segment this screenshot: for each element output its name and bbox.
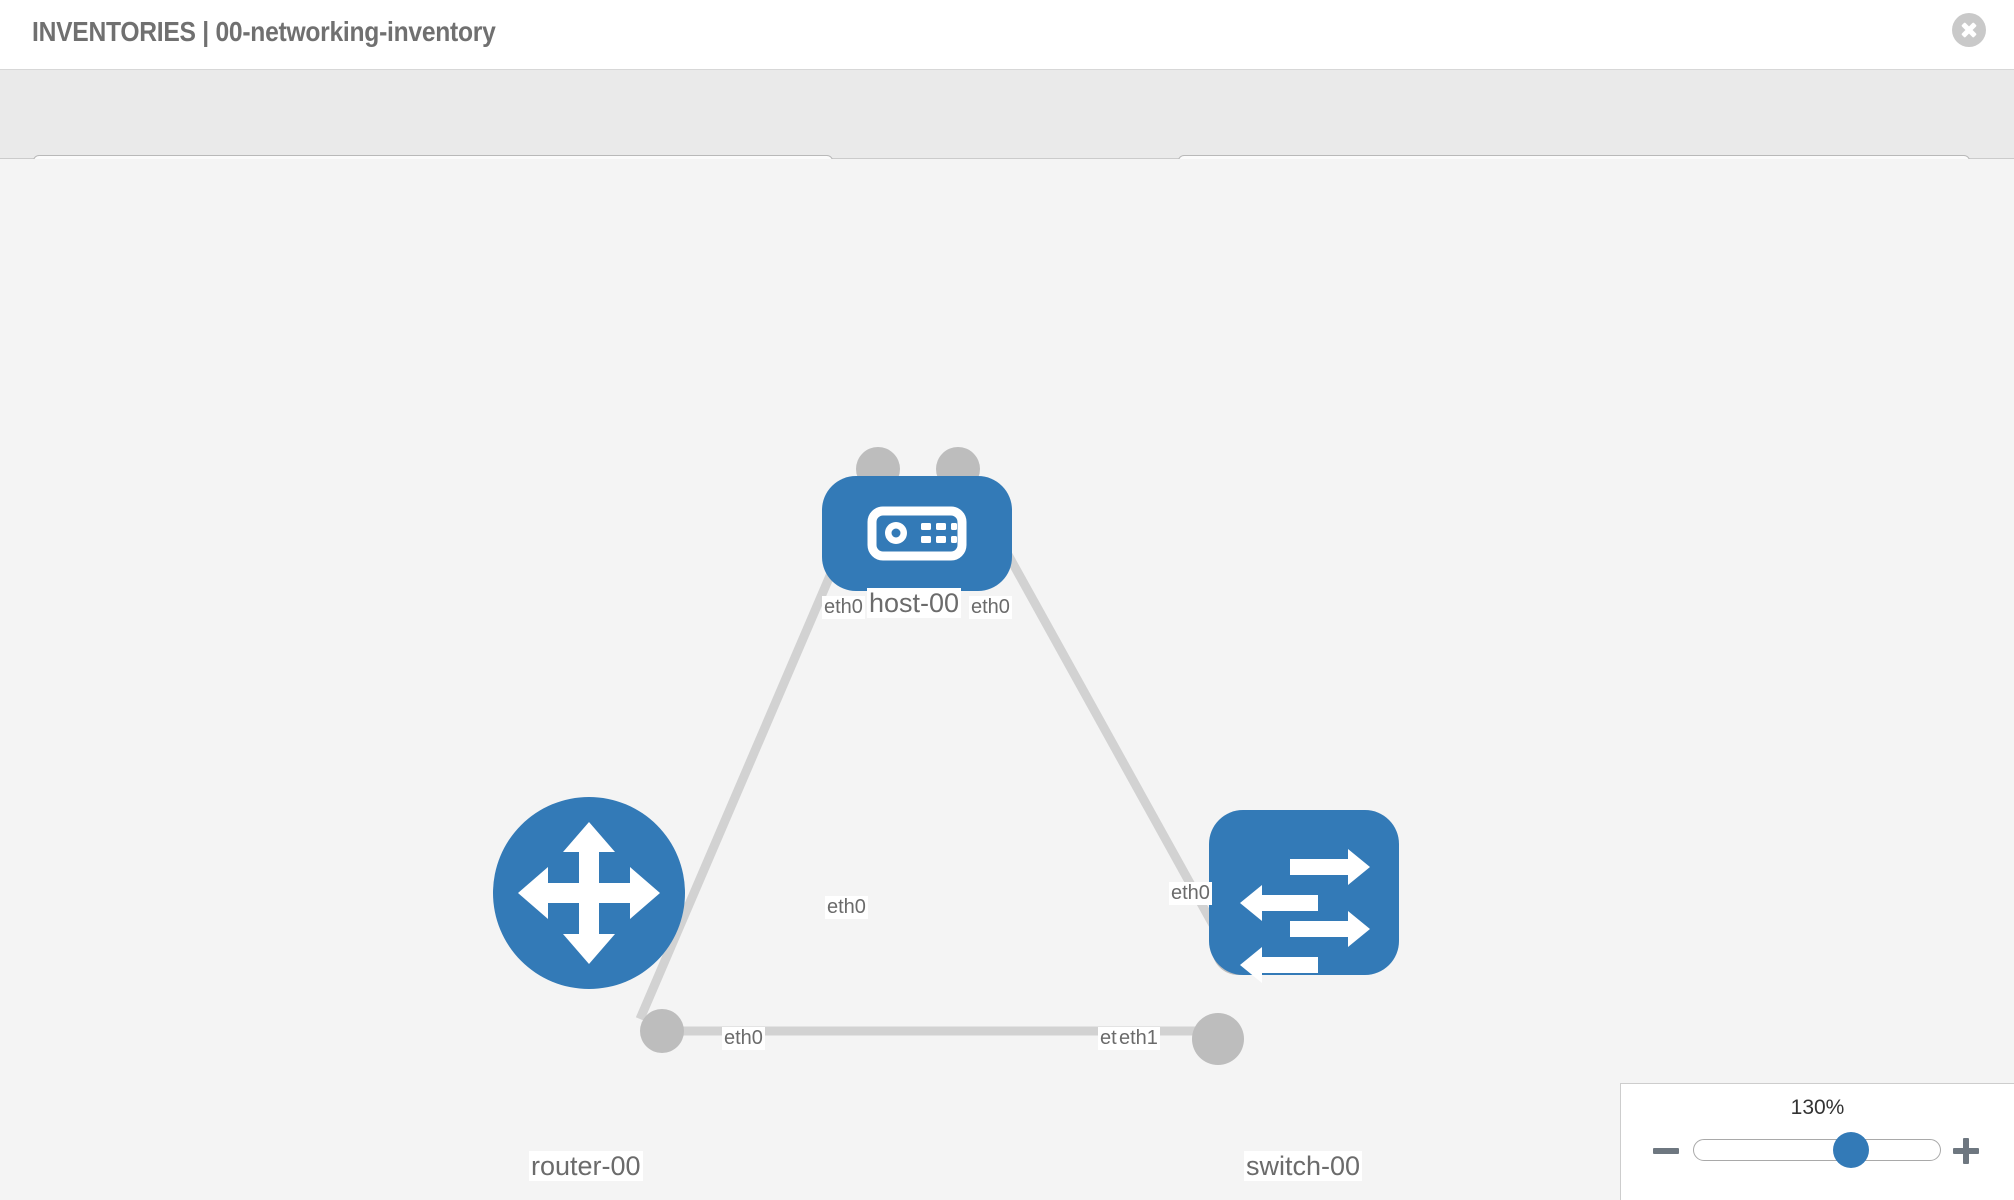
node-label-router: router-00 [529,1151,643,1182]
zoom-control-panel: 130% [1620,1083,2014,1200]
interface-router-east [640,1009,684,1053]
node-router-00 [493,797,685,989]
interface-switch-west [1192,1013,1244,1065]
node-switch-00-body [1209,810,1399,975]
page-header: INVENTORIES | 00-networking-inventory [0,0,2014,70]
edge-label: eth0 [969,596,1012,619]
switch-icon [1240,849,1370,983]
edge-label: eth0 [822,596,865,619]
topology-canvas[interactable]: eth0 eth0 eth0 eth0 eth0 eth eth1 host-0… [0,159,2014,1200]
close-icon[interactable] [1952,13,1986,47]
node-switch-00 [1209,810,1399,983]
topology-graph [493,447,1399,1065]
server-icon-dots [921,523,957,543]
edge-label: eth0 [825,896,868,919]
zoom-slider-thumb[interactable] [1832,1132,1869,1168]
server-icon [867,506,967,561]
zoom-in-button[interactable] [1951,1136,1981,1166]
edge-label: eth0 [722,1027,765,1050]
server-icon-led-hole [891,528,901,538]
router-icon [518,822,660,964]
edge-label: eth0 [1169,882,1212,905]
page-title: INVENTORIES | 00-networking-inventory [32,16,496,47]
zoom-slider-track[interactable] [1693,1139,1941,1161]
node-host-00 [822,476,1012,591]
zoom-out-button[interactable] [1651,1136,1681,1166]
toolbar: ACTIONS SEARCH [0,70,2014,211]
edge-label: eth1 [1117,1027,1160,1050]
node-label-host: host-00 [867,588,962,619]
node-host-00-body [822,476,1012,591]
zoom-percent-label: 130% [1790,1096,1845,1119]
node-label-switch: switch-00 [1244,1151,1363,1182]
